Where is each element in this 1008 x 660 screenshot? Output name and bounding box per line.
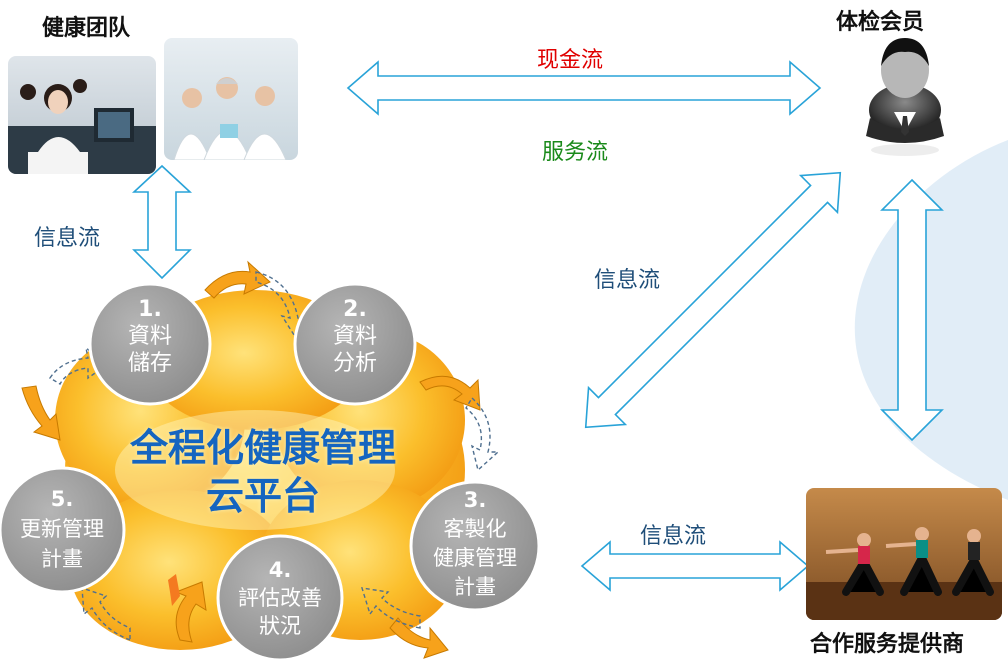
platform-title: 全程化健康管理 云平台 xyxy=(108,424,418,520)
member-platform-arrow xyxy=(584,171,842,429)
step-2-line2: 分析 xyxy=(332,351,377,376)
info-flow-mid-label: 信息流 xyxy=(594,268,661,293)
member-title: 体检会员 xyxy=(836,10,925,35)
team-platform-arrow xyxy=(131,164,193,280)
step-circles xyxy=(0,282,541,660)
step-5: 5. 更新管理 計畫 xyxy=(4,484,120,574)
cash-service-arrow xyxy=(346,60,822,116)
step-1: 1. 資料 儲存 xyxy=(100,296,200,377)
member-avatar-icon xyxy=(866,38,944,156)
doctors-photo xyxy=(164,38,298,160)
health-team-title: 健康团队 xyxy=(42,16,131,41)
service-flow-label: 服务流 xyxy=(542,140,609,165)
step-2-line1: 資料 xyxy=(332,324,377,349)
step-3-number: 3. xyxy=(463,488,487,512)
backdrop-shape xyxy=(854,140,1008,500)
step-5-line1: 更新管理 xyxy=(20,517,104,541)
partner-yoga-photo xyxy=(806,488,1002,620)
step-4-number: 4. xyxy=(268,558,292,582)
platform-title-line1: 全程化健康管理 xyxy=(129,426,396,470)
cash-flow-label: 现金流 xyxy=(537,48,604,73)
platform-title-line2: 云平台 xyxy=(205,474,320,518)
cloud-marker xyxy=(168,574,180,606)
step-2: 2. 資料 分析 xyxy=(305,296,405,377)
step-3-line3: 計畫 xyxy=(454,575,496,599)
step-1-number: 1. xyxy=(138,297,162,322)
step-1-line1: 資料 xyxy=(127,324,172,349)
info-flow-bottom-label: 信息流 xyxy=(640,524,707,549)
step-1-line2: 儲存 xyxy=(127,351,172,376)
step-4-line2: 狀況 xyxy=(259,614,301,638)
step-3: 3. 客製化 健康管理 計畫 xyxy=(413,486,537,602)
partner-title: 合作服务提供商 xyxy=(810,632,965,657)
step-2-number: 2. xyxy=(343,297,367,322)
step-5-number: 5. xyxy=(50,487,74,511)
call-center-photo xyxy=(8,56,156,174)
step-5-line2: 計畫 xyxy=(41,547,83,571)
step-4: 4. 評估改善 狀況 xyxy=(222,556,338,640)
member-partner-arrow xyxy=(880,178,944,442)
info-flow-left-label: 信息流 xyxy=(34,226,101,251)
step-3-line2: 健康管理 xyxy=(433,546,517,570)
step-4-line1: 評估改善 xyxy=(238,586,322,610)
step-3-line1: 客製化 xyxy=(443,517,507,541)
